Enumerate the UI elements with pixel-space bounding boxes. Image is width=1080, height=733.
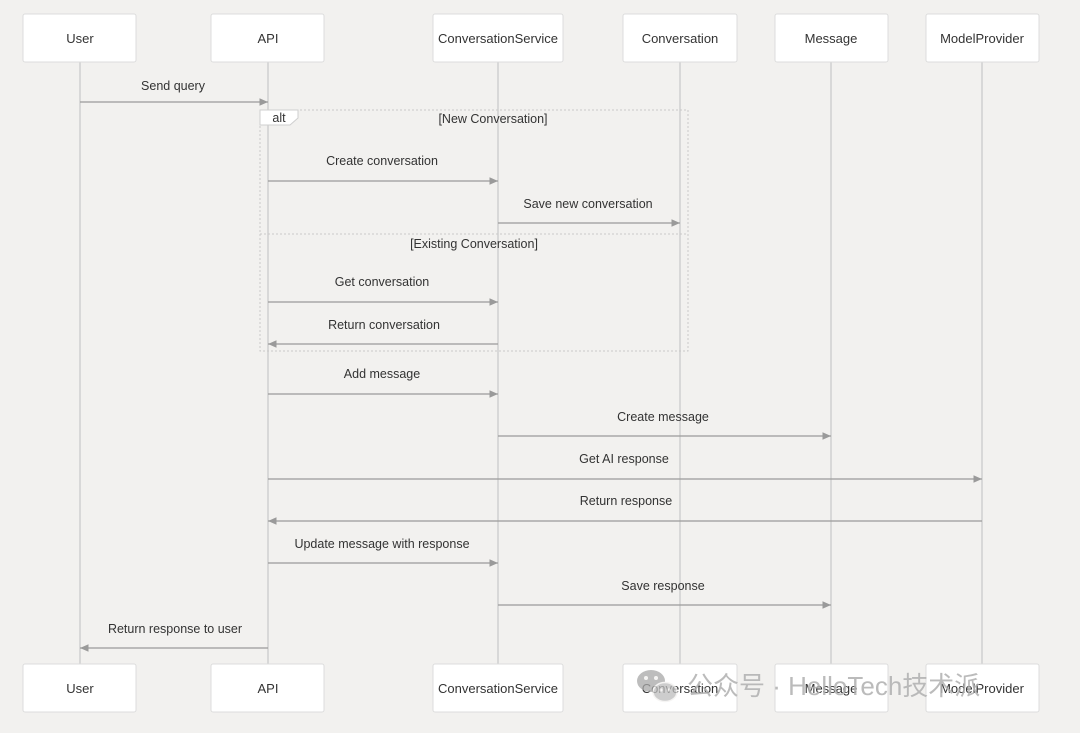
message-label: Send query <box>141 79 206 93</box>
message-label: Get conversation <box>335 275 430 289</box>
message-label: Return response <box>580 494 672 508</box>
participant-box <box>774 13 889 63</box>
message-get-ai-response: Get AI response <box>268 452 982 483</box>
participant-label: API <box>258 681 279 696</box>
message-return-conversation: Return conversation <box>268 318 498 348</box>
participant-message-bottom: Message <box>774 663 889 713</box>
participant-service-top: ConversationService <box>432 13 564 63</box>
participant-box <box>432 13 564 63</box>
participant-box <box>925 663 1040 713</box>
wechat-icon <box>637 670 678 703</box>
message-save-response: Save response <box>498 579 831 609</box>
participant-box <box>925 13 1040 63</box>
alt-frame-border <box>259 109 689 352</box>
alt-frame-operator: alt <box>272 111 286 125</box>
message-send-query: Send query <box>80 79 268 106</box>
participant-label: User <box>66 681 94 696</box>
message-get-conversation: Get conversation <box>268 275 498 306</box>
participant-user-bottom: User <box>22 663 137 713</box>
message-label: Save response <box>621 579 704 593</box>
participant-box <box>774 663 889 713</box>
messages: Send query Create conversation Save new … <box>80 79 982 652</box>
message-create-conversation: Create conversation <box>268 154 498 185</box>
participant-box <box>210 663 325 713</box>
participant-label: User <box>66 31 94 46</box>
participant-label: ModelProvider <box>940 31 1024 46</box>
participant-box <box>22 663 137 713</box>
message-label: Create message <box>617 410 709 424</box>
message-label: Return conversation <box>328 318 440 332</box>
participants-top: User API ConversationService Conversatio… <box>22 13 1040 63</box>
participant-label: ModelProvider <box>940 681 1024 696</box>
participant-user-top: User <box>22 13 137 63</box>
message-return-response-to-user: Return response to user <box>80 622 268 652</box>
message-label: Return response to user <box>108 622 242 636</box>
participant-label: ConversationService <box>438 31 558 46</box>
message-label: Add message <box>344 367 420 381</box>
message-create-message: Create message <box>498 410 831 440</box>
watermark: 公众号 · HelloTech技术派 <box>637 670 980 703</box>
participant-api-top: API <box>210 13 325 63</box>
participant-label: Conversation <box>642 31 719 46</box>
lifelines <box>79 62 983 664</box>
participant-box <box>622 13 738 63</box>
message-add-message: Add message <box>268 367 498 398</box>
message-update-message-with-response: Update message with response <box>268 537 498 567</box>
alt-frame: alt [New Conversation] [Existing Convers… <box>259 109 689 352</box>
participant-conversation-top: Conversation <box>622 13 738 63</box>
message-label: Save new conversation <box>523 197 652 211</box>
message-label: Update message with response <box>294 537 469 551</box>
participant-provider-bottom: ModelProvider <box>925 663 1040 713</box>
participant-box <box>432 663 564 713</box>
participant-label: Message <box>805 31 858 46</box>
participant-label: Message <box>805 681 858 696</box>
participant-service-bottom: ConversationService <box>432 663 564 713</box>
participant-label: ConversationService <box>438 681 558 696</box>
participant-provider-top: ModelProvider <box>925 13 1040 63</box>
watermark-text: 公众号 · HelloTech技术派 <box>687 671 980 701</box>
participant-label: API <box>258 31 279 46</box>
participant-box <box>210 13 325 63</box>
participant-api-bottom: API <box>210 663 325 713</box>
alt-section-existing-conversation: [Existing Conversation] <box>410 237 538 251</box>
message-save-new-conversation: Save new conversation <box>498 197 680 227</box>
message-label: Create conversation <box>326 154 438 168</box>
participants-bottom: User API ConversationService Conversatio… <box>22 663 1040 713</box>
message-label: Get AI response <box>579 452 669 466</box>
participant-box <box>22 13 137 63</box>
participant-message-top: Message <box>774 13 889 63</box>
alt-section-new-conversation: [New Conversation] <box>438 112 547 126</box>
message-return-response: Return response <box>268 494 982 525</box>
alt-frame-tab <box>259 109 299 126</box>
